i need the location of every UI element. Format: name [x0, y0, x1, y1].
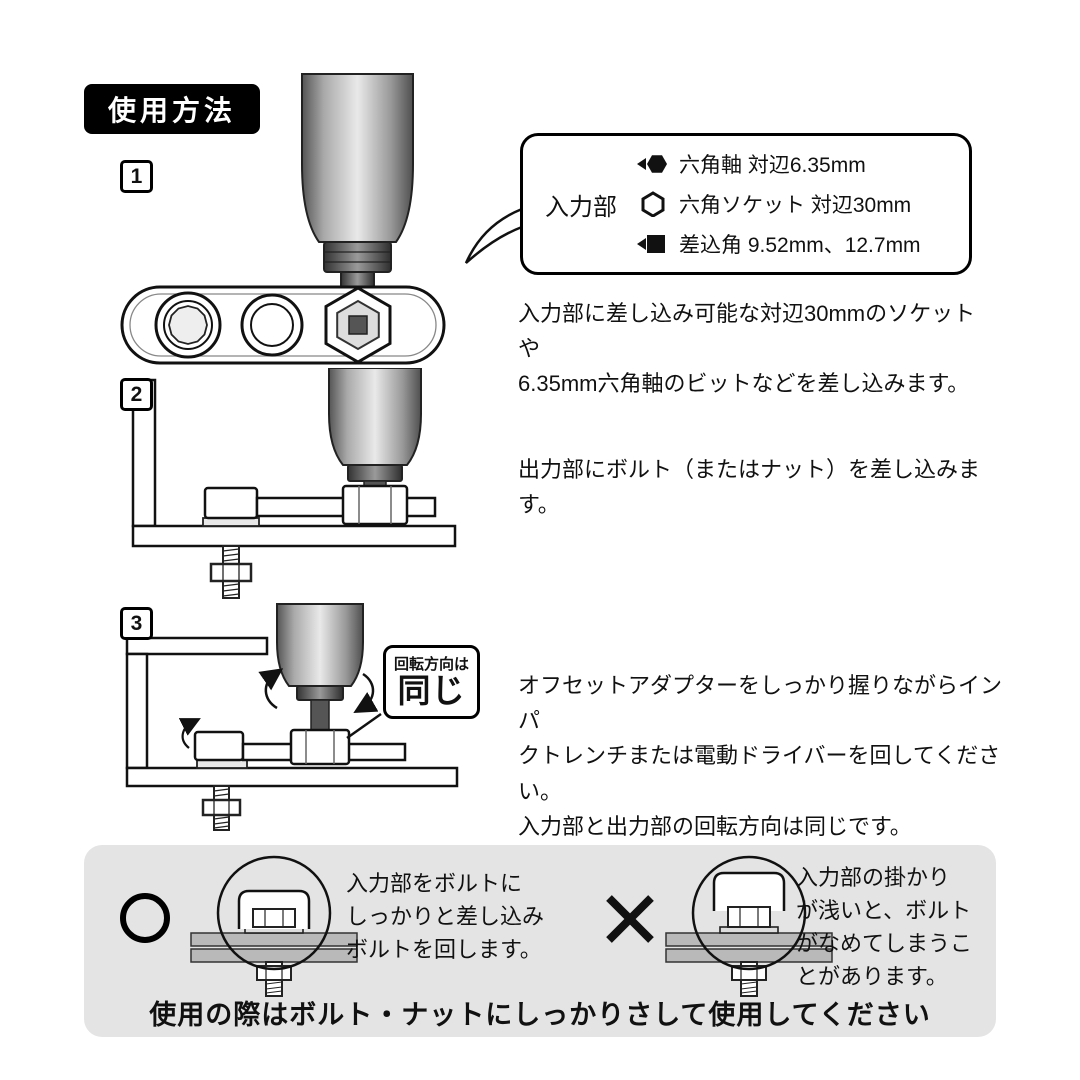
- spec-row-label: 六角ソケット 対辺30mm: [679, 194, 912, 217]
- magnifier-circle: [216, 855, 332, 971]
- square-drive-icon: [637, 235, 665, 253]
- workpiece-wall: [125, 652, 149, 770]
- caution-footer-text: 使用の際はボルト・ナットにしっかりさして使用してください: [149, 1000, 931, 1030]
- drill-body: [301, 73, 414, 243]
- spec-row-square-drive: 差込角 9.52mm、12.7mm: [637, 229, 921, 259]
- adapter-ring-shallow: [712, 871, 786, 911]
- spec-row-hex-shaft: 六角軸 対辺6.35mm: [637, 149, 921, 179]
- wrong-mark-icon: [606, 895, 654, 943]
- drill-body: [328, 368, 422, 466]
- magnifier-circle: [691, 855, 807, 971]
- adapter-input-hex: [341, 484, 409, 526]
- rotation-callout-line1: 回転方向は: [394, 656, 470, 673]
- incorrect-usage-text: 入力部の掛かり が浅いと、ボルト がなめてしまうこ とがあります。: [796, 865, 973, 989]
- correct-usage-text: 入力部をボルトに しっかりと差し込み ボルトを回します。: [346, 871, 545, 962]
- workpiece-plate: [125, 766, 459, 788]
- incorrect-usage-illustration: [665, 855, 833, 997]
- bolt-nut: [209, 562, 253, 583]
- bolt-head: [727, 906, 771, 928]
- correct-mark-icon: [120, 893, 170, 943]
- step2-illustration-bolt-insert: [131, 368, 457, 599]
- adapter-output-end: [193, 730, 245, 762]
- callout-tail: [464, 207, 524, 264]
- rotation-direction-callout: 回転方向は 同じ: [383, 645, 481, 719]
- bolt-nut: [201, 798, 242, 817]
- step1-description: 入力部に差し込み可能な対辺30mmのソケットや 6.35mm六角軸のビットなどを…: [518, 301, 976, 397]
- adapter-input-hex: [289, 728, 351, 766]
- step3-number: 3: [120, 607, 153, 640]
- workpiece-top-flange: [125, 636, 269, 656]
- drill-body: [276, 603, 364, 687]
- spec-row-hex-socket: 六角ソケット 対辺30mm: [637, 189, 921, 219]
- step3-illustration-rotation: [125, 603, 459, 831]
- step3-description: オフセットアダプターをしっかり握りながらインパ クトレンチまたは電動ドライバーを…: [518, 673, 1003, 839]
- rotation-callout-leader: [346, 712, 382, 740]
- adapter-output-end: [203, 486, 259, 520]
- input-part-label: 入力部: [545, 193, 617, 221]
- drill-chuck: [296, 685, 344, 701]
- rotation-arrow-left: [258, 668, 284, 710]
- step2-number: 2: [120, 378, 153, 411]
- bolt-head: [252, 908, 296, 928]
- spec-row-label: 六角軸 対辺6.35mm: [679, 154, 866, 177]
- spec-row-label: 差込角 9.52mm、12.7mm: [679, 234, 921, 257]
- rotation-arrow-right: [353, 672, 379, 713]
- step1-illustration-drill-into-adapter: [120, 73, 446, 365]
- correct-usage-illustration: [190, 855, 358, 997]
- caution-panel: 入力部をボルトに しっかりと差し込み ボルトを回します。 入力部の掛かり が浅い…: [84, 845, 996, 1037]
- step2-description: 出力部にボルト（またはナット）を差し込みます。: [518, 457, 981, 518]
- drill-chuck: [323, 241, 392, 273]
- rotation-arrow-output: [178, 718, 201, 749]
- workpiece-plate: [131, 524, 457, 548]
- step1-number: 1: [120, 160, 153, 193]
- hex-socket-icon: [641, 191, 665, 217]
- input-part-spec-callout: 入力部 六角軸 対辺6.35mm 六角ソケット 対辺30mm: [520, 133, 972, 275]
- rotation-callout-line2: 同じ: [397, 672, 466, 709]
- hex-shaft-icon: [637, 155, 667, 173]
- drill-chuck: [347, 464, 403, 482]
- drill-bit: [310, 699, 330, 733]
- page-title: 使用方法: [84, 84, 261, 134]
- input-part-spec-rows: 六角軸 対辺6.35mm 六角ソケット 対辺30mm 差込角 9.52mm、12…: [637, 149, 921, 259]
